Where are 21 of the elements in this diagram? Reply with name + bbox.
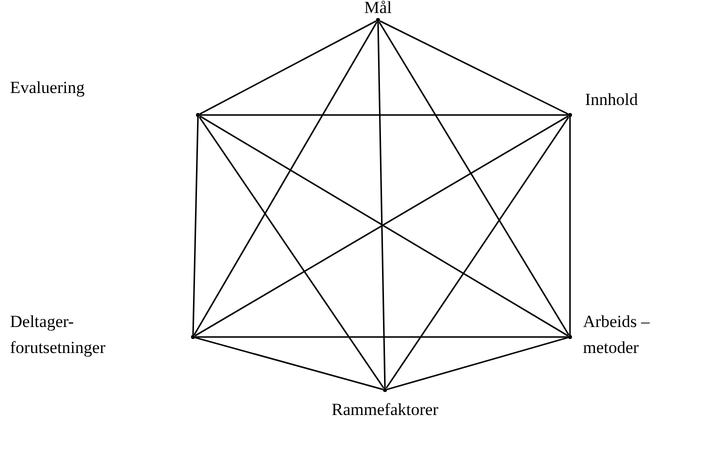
vertex-label: Arbeids – metoder xyxy=(583,311,651,359)
connecting-line xyxy=(195,336,568,338)
connecting-line xyxy=(194,22,378,336)
vertex-point xyxy=(191,335,195,339)
connecting-line xyxy=(200,20,376,115)
connecting-line xyxy=(386,336,568,390)
connecting-line xyxy=(198,116,384,388)
vertex-point xyxy=(196,113,200,117)
vertex-label: Evaluering xyxy=(10,77,86,99)
connecting-line xyxy=(194,336,384,390)
vertex-label: Mål xyxy=(363,0,393,19)
connecting-line xyxy=(200,114,568,116)
connecting-line xyxy=(380,20,568,115)
connecting-line xyxy=(377,22,386,388)
vertex-label: Deltager- forutsetninger xyxy=(10,311,106,359)
vertex-label: Innhold xyxy=(585,89,639,111)
connecting-line xyxy=(192,116,199,336)
connecting-line xyxy=(569,117,571,335)
vertex-label: Rammefaktorer xyxy=(330,399,440,421)
connecting-line xyxy=(386,116,570,388)
connecting-line xyxy=(378,22,570,336)
